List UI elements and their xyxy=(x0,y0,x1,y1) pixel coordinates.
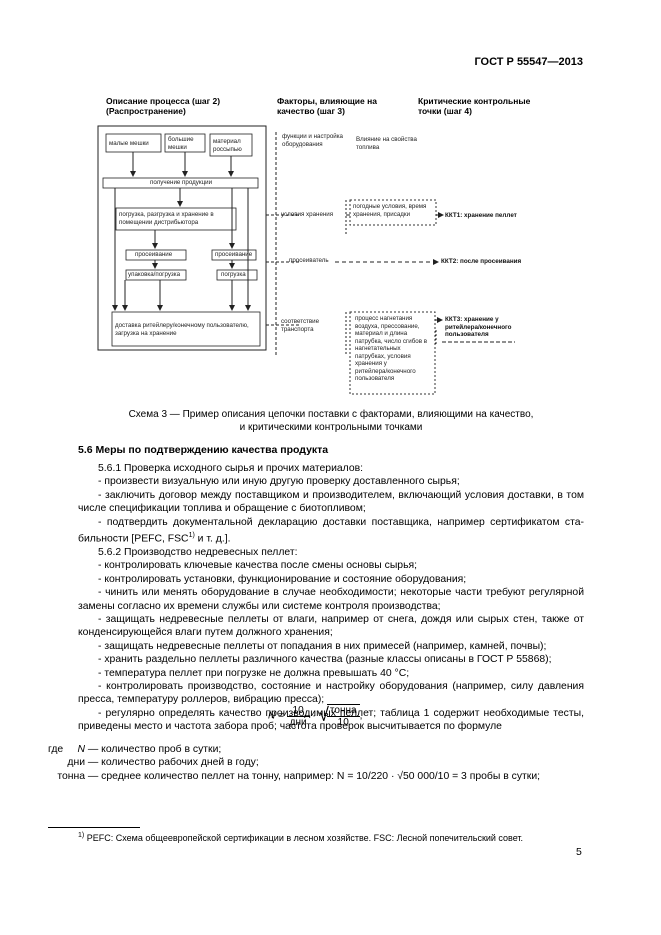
factor-storage: условия хранения xyxy=(281,211,334,218)
text-line: конденсирующейся влаги путем должного хр… xyxy=(78,627,333,639)
text-line: пресса, температуру роллеров, вибрацию п… xyxy=(78,694,325,706)
box-sieving-1: просеивание xyxy=(135,251,173,258)
diagram-lines xyxy=(97,125,515,395)
text-line-fsc: бильности [PEFC, FSC1) и т. д.]. xyxy=(78,532,231,545)
text-line: - подтвердить документальной декларацию … xyxy=(98,516,584,528)
text-line: - произвести визуальную или иную другую … xyxy=(98,476,460,488)
text-line: 5.6.2 Производство недревесных пеллет: xyxy=(98,546,298,558)
kkt1-label: ККТ1: хранение пеллет xyxy=(445,212,517,219)
def-row: дни — количество рабочих дней в году; xyxy=(67,757,259,769)
text-line: замены согласно их времени службы или си… xyxy=(78,600,441,612)
text-line: - защищать недревесные пеллеты от влаги,… xyxy=(98,613,584,625)
page-number: 5 xyxy=(576,846,582,858)
document-code: ГОСТ Р 55547—2013 xyxy=(474,56,583,68)
text-line: - хранить раздельно пеллеты различного к… xyxy=(98,654,552,666)
text-line: приведены место и частота забора проб; ч… xyxy=(78,721,502,733)
text-line: - защищать недревесные пеллеты от попада… xyxy=(98,640,547,652)
text-line: - заключить договор между поставщиком и … xyxy=(98,489,584,501)
footnote: 1) PEFC: Схема общеевропейской сертифика… xyxy=(78,832,524,843)
def-row: тонна — среднее количество пеллет на тон… xyxy=(57,770,541,782)
text-line: - регулярно определять качество производ… xyxy=(98,707,584,719)
text-line: - чинить или менять оборудование в случа… xyxy=(98,587,584,599)
box-sieving-2: просеивание xyxy=(215,251,253,258)
kkt2-label: ККТ2: после просеивания xyxy=(441,258,522,265)
text-line: - контролировать ключевые качества после… xyxy=(98,560,418,572)
text-line: - контролировать производство, состояние… xyxy=(98,680,584,692)
box-packing: упаковка/погрузка xyxy=(128,271,181,278)
text-line: 5.6.1 Проверка исходного сырья и прочих … xyxy=(98,463,364,474)
figure-caption: Схема 3 — Пример описания цепочки постав… xyxy=(128,409,534,433)
box-loading-2: погрузка xyxy=(221,271,246,278)
box-small-bags: малые мешки xyxy=(109,140,149,147)
factor-transport-detail: процесс нагнетания воздуха, прессование,… xyxy=(355,315,427,382)
factor-sieve: просеиватель xyxy=(289,257,329,264)
text-line: числе спецификации топлива и обращение с… xyxy=(78,503,366,515)
footnote-rule xyxy=(48,827,140,828)
box-production: получение продукции xyxy=(150,179,213,186)
box-delivery: доставка ритейлеру/конечному пользовател… xyxy=(115,322,249,337)
col1-title: Описание процесса (шаг 2)(Распространени… xyxy=(106,96,221,116)
text-line: - температура пеллет при погрузке не дол… xyxy=(98,667,410,679)
supply-chain-diagram: Описание процесса (шаг 2)(Распространени… xyxy=(0,0,661,400)
body-text: 5.6.1 Проверка исходного сырья и прочих … xyxy=(78,462,584,734)
section-title: 5.6 Меры по подтверждению качества проду… xyxy=(78,444,329,456)
text-line: - контролировать установки, функциониров… xyxy=(98,573,467,585)
